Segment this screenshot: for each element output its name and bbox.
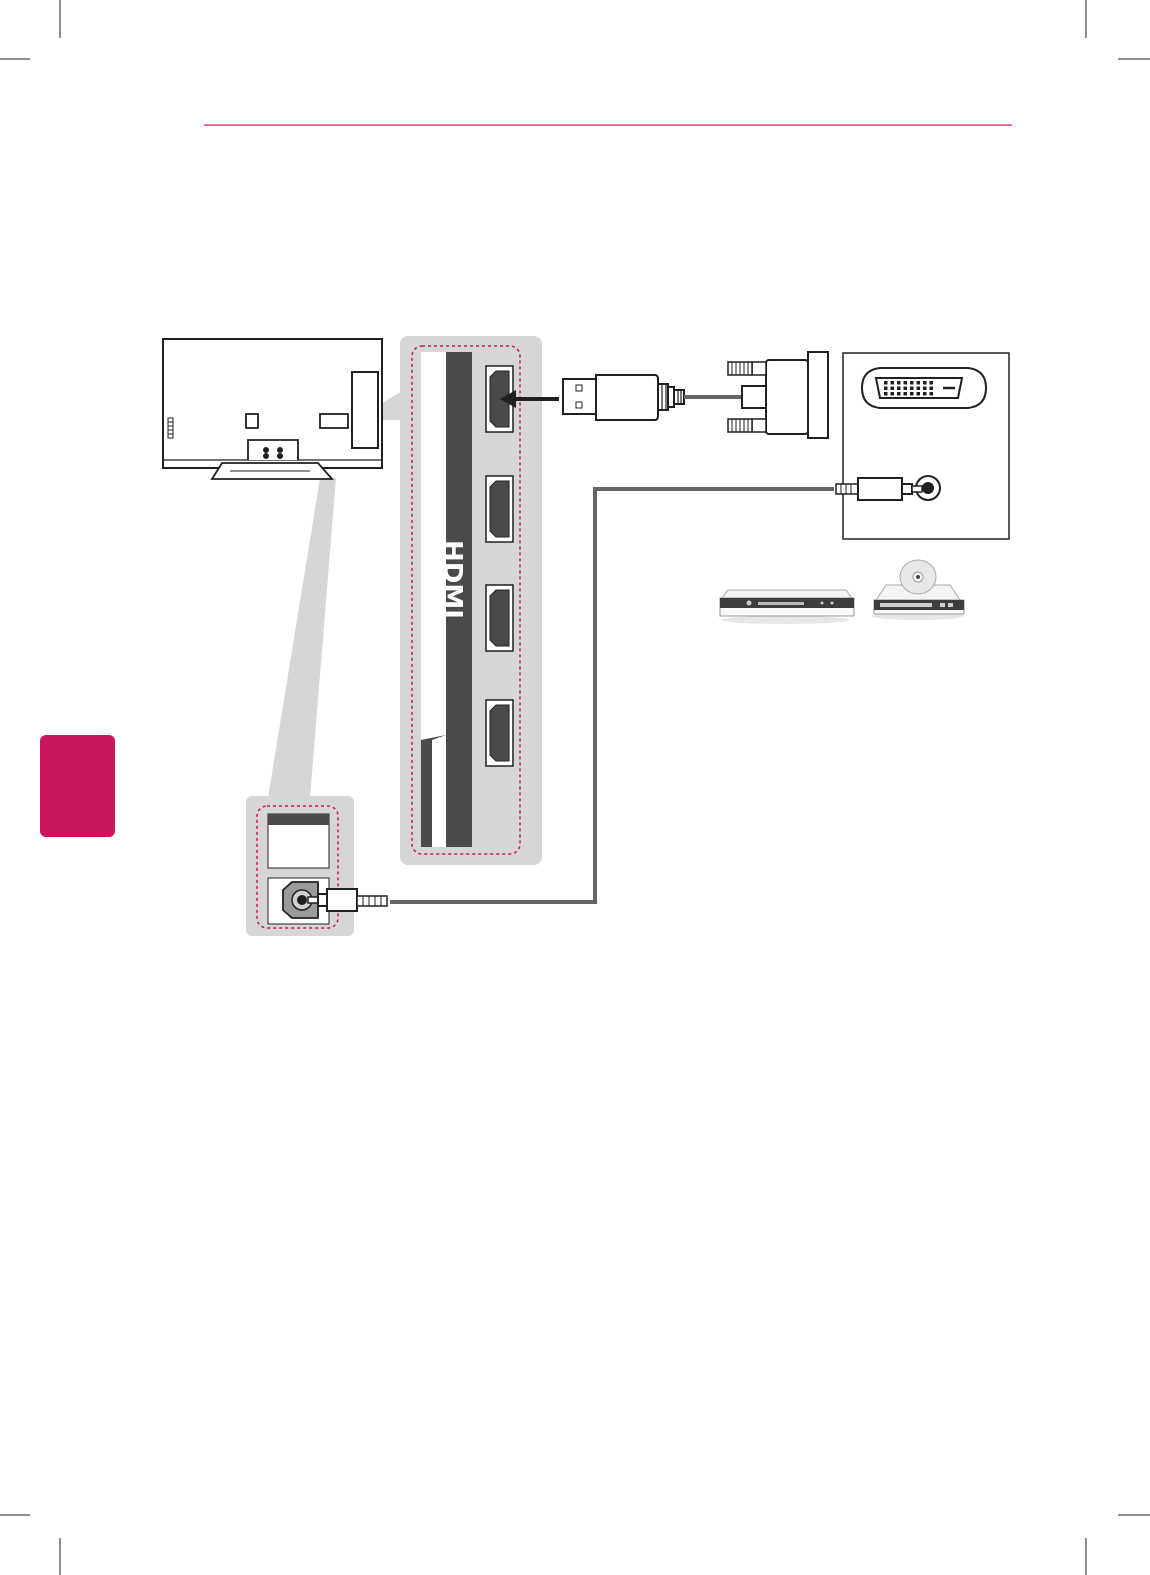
dvi-pin [897,392,901,396]
dvi-pin [917,381,921,385]
dvi-pin [930,392,934,396]
dvi-pin [930,381,934,385]
dvi-pin [923,392,927,396]
dvi-pin [904,392,908,396]
dvi-pin [910,387,914,391]
chapter-tab [40,735,115,837]
dvi-pin [884,387,888,391]
disc-player-icon [872,560,964,620]
dvd-player-icon [720,590,854,624]
dvi-pin [904,381,908,385]
dvi-pin [910,381,914,385]
dvi-pin [930,387,934,391]
dvi-pin [904,387,908,391]
dvi-pin [917,392,921,396]
dvi-pin [884,381,888,385]
hdmi-connector-icon [563,375,684,420]
dvi-port-icon [862,368,986,408]
hdmi-logo: HDMI [437,540,467,619]
hdmi-port-2[interactable] [486,476,513,542]
dvi-pin [897,387,901,391]
dvi-pin [897,381,901,385]
hdmi-port-4[interactable] [486,700,513,766]
dvi-pin [891,387,895,391]
dvi-pin [910,392,914,396]
hdmi-port-3[interactable] [486,585,513,651]
tv-rear-icon [163,339,382,479]
dvi-pin [891,392,895,396]
dvi-pin [891,381,895,385]
dvi-pin [884,392,888,396]
dvi-pin [917,387,921,391]
dvi-pin [923,381,927,385]
hdmi-zoom-panel [400,336,542,865]
zoom-wedge-audio [268,478,336,798]
dvi-connector-icon [728,352,828,438]
dvi-pin [923,387,927,391]
